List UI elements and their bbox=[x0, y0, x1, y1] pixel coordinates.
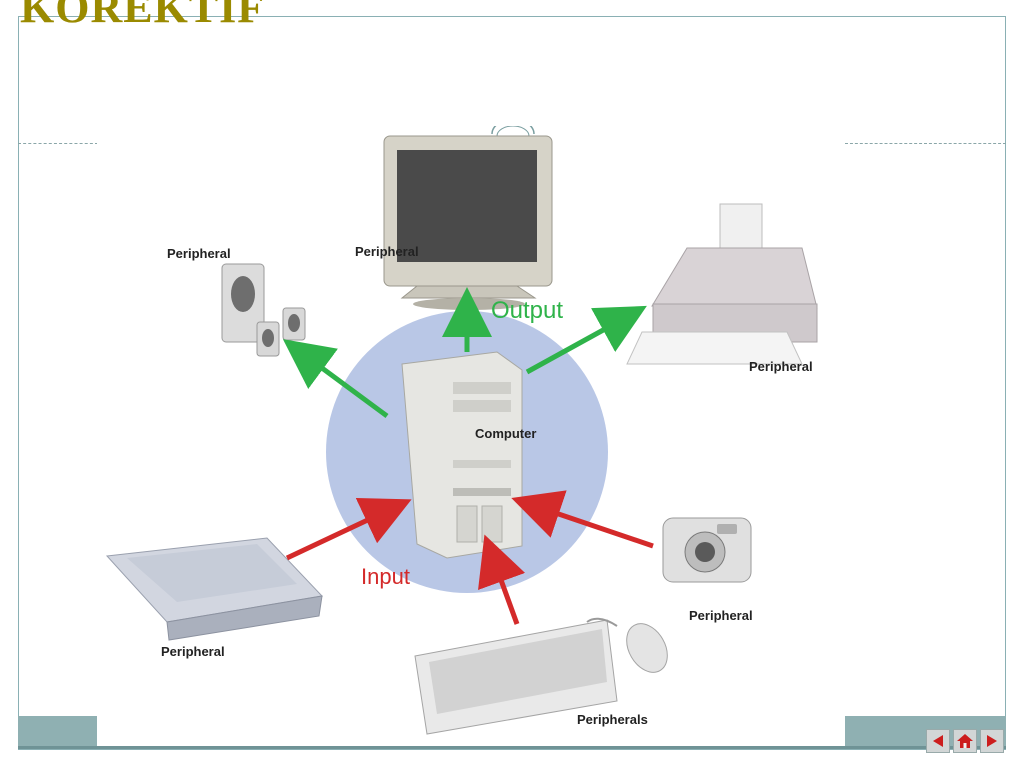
slide-navigation bbox=[926, 729, 1006, 756]
keyboard-mouse-icon bbox=[414, 617, 668, 735]
slide-title: KOREKTIF bbox=[20, 0, 266, 32]
monitor-icon bbox=[383, 135, 553, 310]
footer-line bbox=[18, 746, 1006, 749]
triangle-right-icon bbox=[987, 735, 997, 747]
triangle-left-icon bbox=[933, 735, 943, 747]
label-monitor: Peripheral bbox=[355, 244, 419, 259]
output-arrow-printer bbox=[525, 305, 647, 375]
label-output: Output bbox=[491, 297, 563, 324]
next-slide-button[interactable] bbox=[980, 729, 1004, 753]
decorative-ring-icon bbox=[491, 126, 535, 135]
home-slide-button[interactable] bbox=[953, 729, 977, 753]
printer-icon bbox=[626, 203, 818, 365]
label-keyboard: Peripherals bbox=[577, 712, 648, 727]
label-camera: Peripheral bbox=[689, 608, 753, 623]
camera-icon bbox=[662, 517, 752, 583]
header-rule-right bbox=[845, 143, 1006, 144]
home-icon bbox=[957, 734, 973, 748]
label-speakers: Peripheral bbox=[167, 246, 231, 261]
peripheral-diagram: Peripheral Peripheral Peripheral Compute… bbox=[97, 126, 845, 746]
label-computer: Computer bbox=[475, 426, 536, 441]
label-scanner: Peripheral bbox=[161, 644, 225, 659]
header-rule-left bbox=[18, 143, 98, 144]
output-arrow-speakers bbox=[282, 339, 389, 419]
previous-slide-button[interactable] bbox=[926, 729, 950, 753]
input-arrow-camera bbox=[511, 490, 654, 549]
label-printer: Peripheral bbox=[749, 359, 813, 374]
scanner-icon bbox=[105, 537, 324, 641]
computer-tower-icon bbox=[401, 351, 523, 559]
speakers-icon bbox=[221, 263, 306, 357]
input-arrow-keyboard bbox=[478, 534, 526, 625]
diagram-canvas: Peripheral Peripheral Peripheral Compute… bbox=[105, 126, 818, 735]
label-input: Input bbox=[361, 564, 410, 589]
input-arrow-scanner bbox=[285, 498, 412, 561]
